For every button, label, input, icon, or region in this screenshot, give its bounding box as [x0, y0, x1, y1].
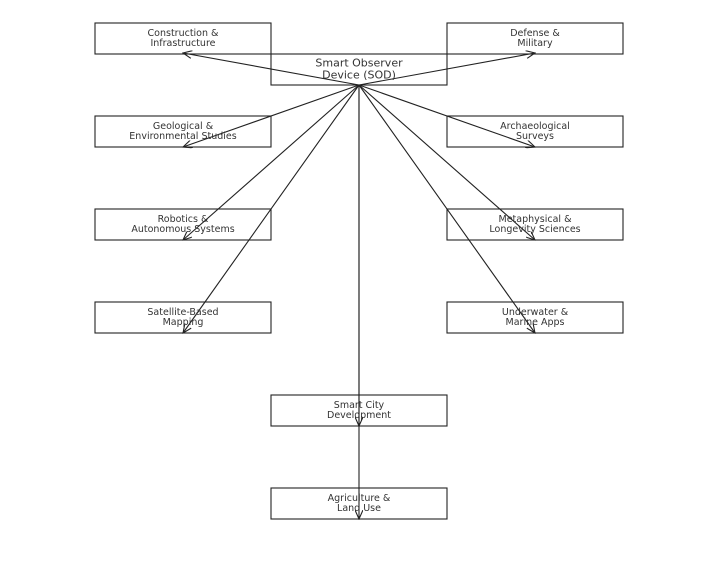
node-underwater-label-line-2: Marine Apps — [506, 317, 565, 328]
node-agriculture-label-line-1: Agriculture & — [328, 493, 391, 504]
arrow-sod-to-archaeological — [358, 84, 535, 147]
node-smartcity-label-line-1: Smart City — [334, 400, 385, 411]
connector-arrows — [183, 53, 535, 519]
node-construction-label-line-2: Infrastructure — [150, 38, 215, 49]
node-robotics-label-line-1: Robotics & — [158, 214, 209, 225]
node-defense-label-line-2: Military — [517, 38, 553, 49]
arrow-sod-to-robotics — [183, 84, 360, 240]
node-box-defense — [446, 22, 624, 55]
node-underwater-label-line-1: Underwater & — [502, 307, 569, 318]
central-node-label-line-1: Smart Observer — [315, 57, 403, 70]
node-defense-label-line-1: Defense & — [510, 28, 560, 39]
central-node-label-line-2: Device (SOD) — [322, 69, 396, 82]
node-metaphysical-label-line-2: Longevity Sciences — [489, 224, 580, 235]
node-archaeological-label-line-2: Surveys — [516, 131, 554, 142]
node-geological-label-line-2: Environmental Studies — [129, 131, 236, 142]
node-construction-label-line-1: Construction & — [148, 28, 220, 39]
central-node-box — [270, 53, 448, 86]
node-robotics-label-line-2: Autonomous Systems — [131, 224, 234, 235]
arrow-sod-to-construction — [183, 53, 360, 86]
node-metaphysical-label-line-1: Metaphysical & — [499, 214, 573, 225]
node-agriculture-label-line-2: Land Use — [337, 503, 381, 514]
node-smartcity-label-line-2: Development — [327, 410, 391, 421]
node-geological-label-line-1: Geological & — [153, 121, 214, 132]
arrow-sod-to-satellite — [183, 84, 360, 333]
arrow-sod-to-underwater — [358, 84, 535, 333]
node-archaeological-label-line-1: Archaeological — [500, 121, 570, 132]
arrow-sod-to-geological — [183, 84, 360, 147]
arrow-sod-to-metaphysical — [358, 84, 535, 240]
node-satellite-label-line-2: Mapping — [163, 317, 204, 328]
node-satellite-label-line-1: Satellite-Based — [147, 307, 218, 318]
node-box-construction — [94, 22, 272, 55]
arrow-sod-to-defense — [358, 53, 535, 86]
